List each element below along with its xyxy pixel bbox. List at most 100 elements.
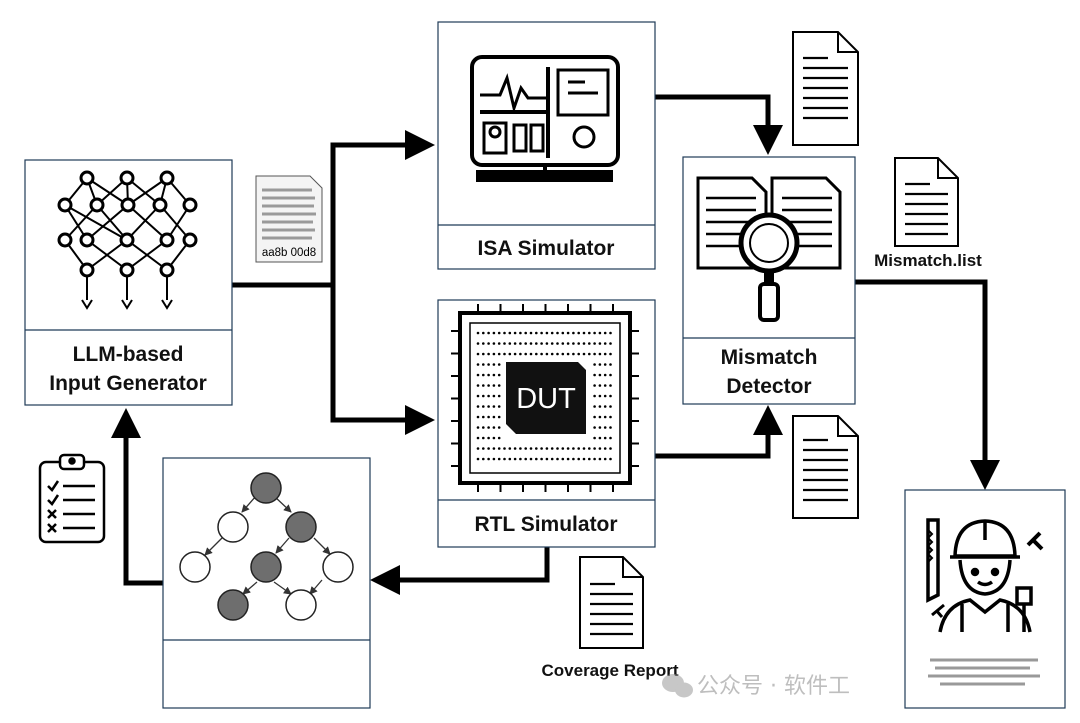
dut-label: DUT (516, 383, 576, 415)
arrow-coverage-to-generator (111, 408, 163, 586)
chip-dot (487, 457, 490, 461)
chip-dot (603, 405, 607, 408)
chip-dot (487, 405, 490, 408)
chip-dot (492, 373, 496, 377)
mismatch-detector-block: Mismatch Detector (682, 156, 856, 405)
chip-dot (476, 342, 480, 345)
chip-dot (492, 436, 496, 440)
chip-dot (535, 457, 538, 461)
chip-dot (497, 457, 501, 461)
chip-dot (497, 405, 501, 408)
coverage-report-label: Coverage Report (542, 661, 679, 680)
mismatch-list-document: Mismatch.list (874, 157, 982, 270)
chip-dot (535, 447, 538, 450)
chip-dot (609, 373, 612, 377)
coverage-graph-block (162, 457, 371, 709)
chip-dot (524, 342, 527, 345)
engineer-base-smudge (928, 658, 1040, 686)
chip-dot (482, 384, 485, 387)
chip-dot (503, 352, 506, 356)
chip-dot (482, 363, 485, 366)
chip-dot (603, 436, 607, 440)
chip-dot (540, 331, 543, 335)
chip-dot (609, 405, 612, 408)
arrow-rtl-to-coverage (370, 547, 550, 595)
chip-dot (476, 331, 480, 335)
chip-dot (603, 352, 607, 356)
watermark-text: 公众号 · 软件工 (697, 674, 850, 699)
chip-dot (609, 331, 612, 335)
chip-dot (535, 331, 538, 335)
chip-dot (582, 342, 586, 345)
input-hex-document: aa8b 00d8 (255, 175, 323, 263)
chip-dot (545, 457, 549, 461)
chip-dot (593, 342, 596, 345)
chip-dot (476, 405, 480, 408)
chip-dot (577, 331, 580, 335)
chip-dot (545, 342, 549, 345)
chip-dot (588, 331, 591, 335)
chip-dot (550, 342, 554, 345)
magnifier-icon (738, 212, 800, 322)
chip-dot (561, 331, 565, 335)
chip-dot (535, 342, 538, 345)
chip-dot (492, 363, 496, 366)
chip-dot (482, 447, 485, 450)
chip-dot (513, 352, 517, 356)
tree-edges (204, 495, 331, 595)
chip-dot (593, 384, 596, 387)
coverage-report-document: Coverage Report (542, 556, 679, 680)
chip-dot (529, 342, 533, 345)
chip-dot (593, 373, 596, 377)
chip-dot (609, 394, 612, 398)
chip-dot (482, 331, 485, 335)
chip-dot (540, 352, 543, 356)
chip-dot (603, 447, 607, 450)
chip-dot (492, 405, 496, 408)
chip-dot (545, 447, 549, 450)
chip-dot (561, 342, 565, 345)
chip-dot (603, 415, 607, 419)
chip-dot (603, 457, 607, 461)
chip-dot (598, 447, 602, 450)
chip-dot (603, 394, 607, 398)
chip-dot (598, 415, 602, 419)
chip-dot (529, 331, 533, 335)
chip-dot (487, 426, 490, 429)
chip-dot (497, 384, 501, 387)
chip-dot (550, 447, 554, 450)
tree-nodes (179, 472, 354, 621)
chip-dot (492, 342, 496, 345)
rtl-output-document (792, 415, 859, 519)
chip-dot (519, 352, 522, 356)
chip-dot (487, 415, 490, 419)
chip-dot (550, 331, 554, 335)
chip-dot (556, 457, 559, 461)
chip-dot (598, 426, 602, 429)
chip-dot (556, 342, 559, 345)
chip-dot (497, 447, 501, 450)
arrow-to-rtl (330, 285, 435, 435)
chip-dot (476, 394, 480, 398)
chip-dot (529, 352, 533, 356)
chip-dot (593, 331, 596, 335)
generator-label-line1: LLM-based (73, 343, 184, 366)
monitor-icon (470, 55, 620, 182)
chip-dot (609, 363, 612, 366)
chip-dot (482, 426, 485, 429)
chip-dot (476, 352, 480, 356)
chip-dot (482, 415, 485, 419)
chip-dot (540, 447, 543, 450)
chip-dot (609, 457, 612, 461)
chip-dot (609, 352, 612, 356)
neural-network-nodes (57, 170, 198, 278)
arrow-to-isa (330, 130, 435, 285)
chip-dot (513, 331, 517, 335)
chip-dot (503, 331, 506, 335)
chip-dot (566, 457, 570, 461)
chip-dot (497, 342, 501, 345)
chip-dot (598, 384, 602, 387)
wechat-logo-icon (662, 674, 693, 698)
chip-dot (519, 331, 522, 335)
